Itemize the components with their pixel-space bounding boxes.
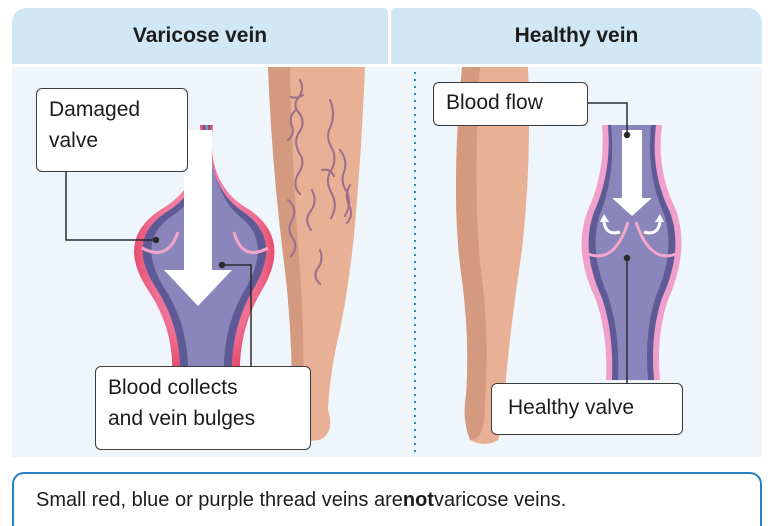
blood-flow-label: Blood flow: [433, 82, 588, 126]
healthy-valve-label: Healthy valve: [491, 383, 683, 435]
damaged-valve-label: Damaged valve: [36, 88, 188, 172]
footnote-box: Small red, blue or purple thread veins a…: [12, 472, 762, 526]
healthy-vein: [582, 125, 682, 380]
footnote-emphasis: not: [403, 489, 434, 512]
footnote-text-end: varicose veins.: [434, 489, 566, 512]
blood-collects-label: Blood collects and vein bulges: [95, 366, 311, 450]
footnote-text-start: Small red, blue or purple thread veins a…: [36, 489, 403, 512]
